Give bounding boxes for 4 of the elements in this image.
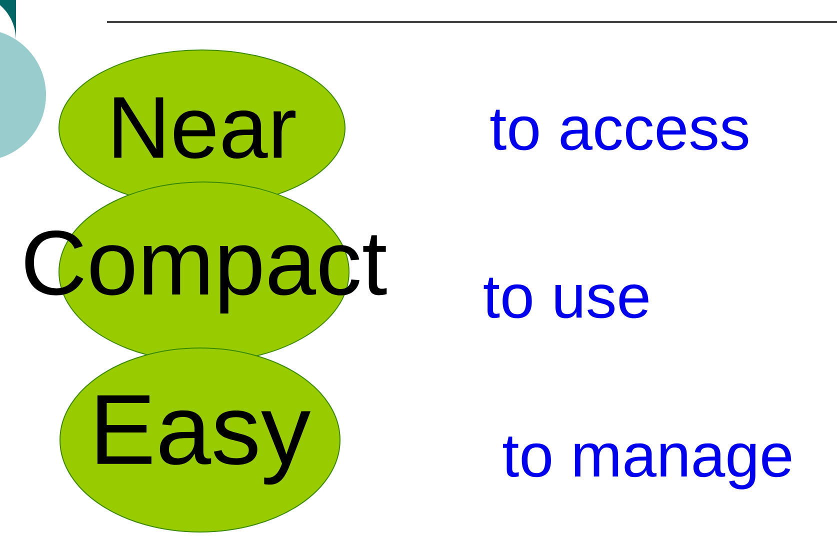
side-text: to use xyxy=(484,278,648,318)
side-text: to access xyxy=(490,110,748,150)
side-text: to manage xyxy=(503,436,792,490)
ellipse-node: Easy xyxy=(60,348,340,532)
